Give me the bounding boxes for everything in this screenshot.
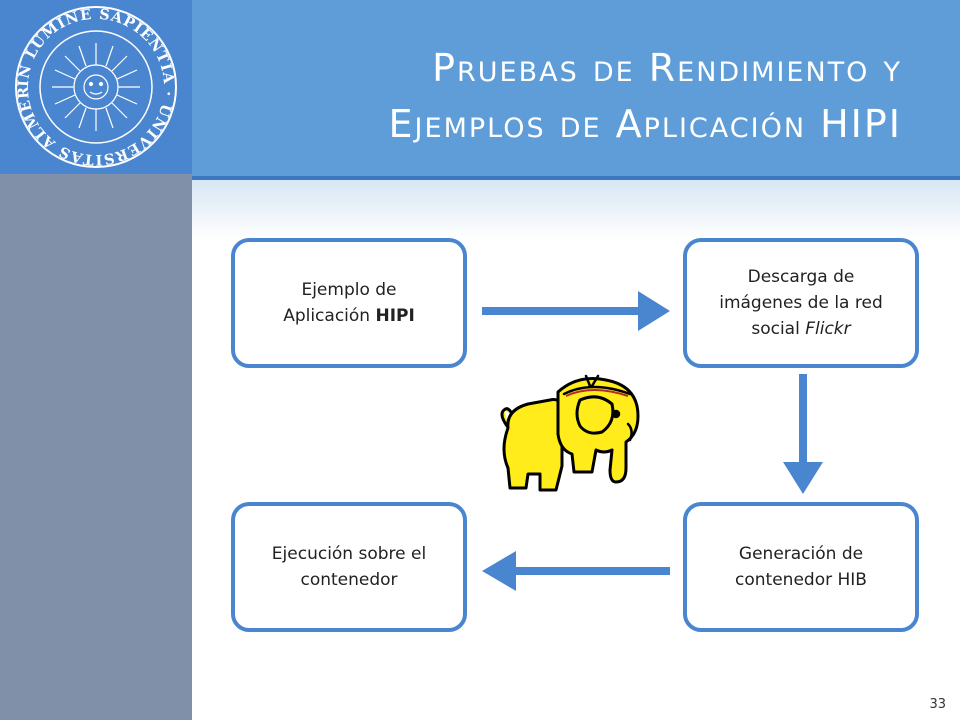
slide-title-line-1: Pruebas de Rendimiento y	[432, 46, 902, 90]
slide-title: Pruebas de Rendimiento y Ejemplos de Apli…	[389, 40, 902, 152]
node-text: imágenes de la red	[719, 293, 883, 313]
node-ejemplo-aplicacion-hipi: Ejemplo de Aplicación HIPI	[231, 238, 467, 368]
node-text: Generación de	[738, 544, 864, 564]
node-text: Descarga de	[747, 267, 855, 287]
arrow-right-icon	[482, 291, 670, 331]
node-ejecucion-contenedor: Ejecución sobre el contenedor	[231, 502, 467, 632]
node-text-bold: HIPI	[375, 306, 415, 326]
hadoop-elephant-icon	[500, 374, 640, 492]
node-text: Aplicación	[283, 306, 376, 326]
slide-title-line-2: Ejemplos de Aplicación HIPI	[388, 102, 902, 146]
node-text: contenedor	[300, 570, 398, 590]
header-shadow-gradient	[192, 180, 960, 240]
arrow-down-icon	[783, 374, 823, 494]
node-text-italic: Flickr	[805, 319, 851, 339]
node-text: contenedor HIB	[735, 570, 867, 590]
node-text: Ejecución sobre el	[271, 544, 427, 564]
arrow-left-icon	[482, 551, 670, 591]
university-logo-panel: IN LUMINE SAPIENTIA · UNIVERSITAS ALMERI…	[0, 0, 192, 174]
page-number: 33	[929, 697, 946, 712]
node-generacion-contenedor-hib: Generación de contenedor HIB	[683, 502, 919, 632]
title-header: Pruebas de Rendimiento y Ejemplos de Apli…	[192, 0, 960, 176]
university-seal-icon: IN LUMINE SAPIENTIA · UNIVERSITAS ALMERI…	[0, 0, 177, 168]
header-divider	[192, 176, 960, 180]
node-text: social	[751, 319, 806, 339]
node-text: Ejemplo de	[301, 280, 397, 300]
node-descarga-imagenes-flickr: Descarga de imágenes de la red social Flic…	[683, 238, 919, 368]
